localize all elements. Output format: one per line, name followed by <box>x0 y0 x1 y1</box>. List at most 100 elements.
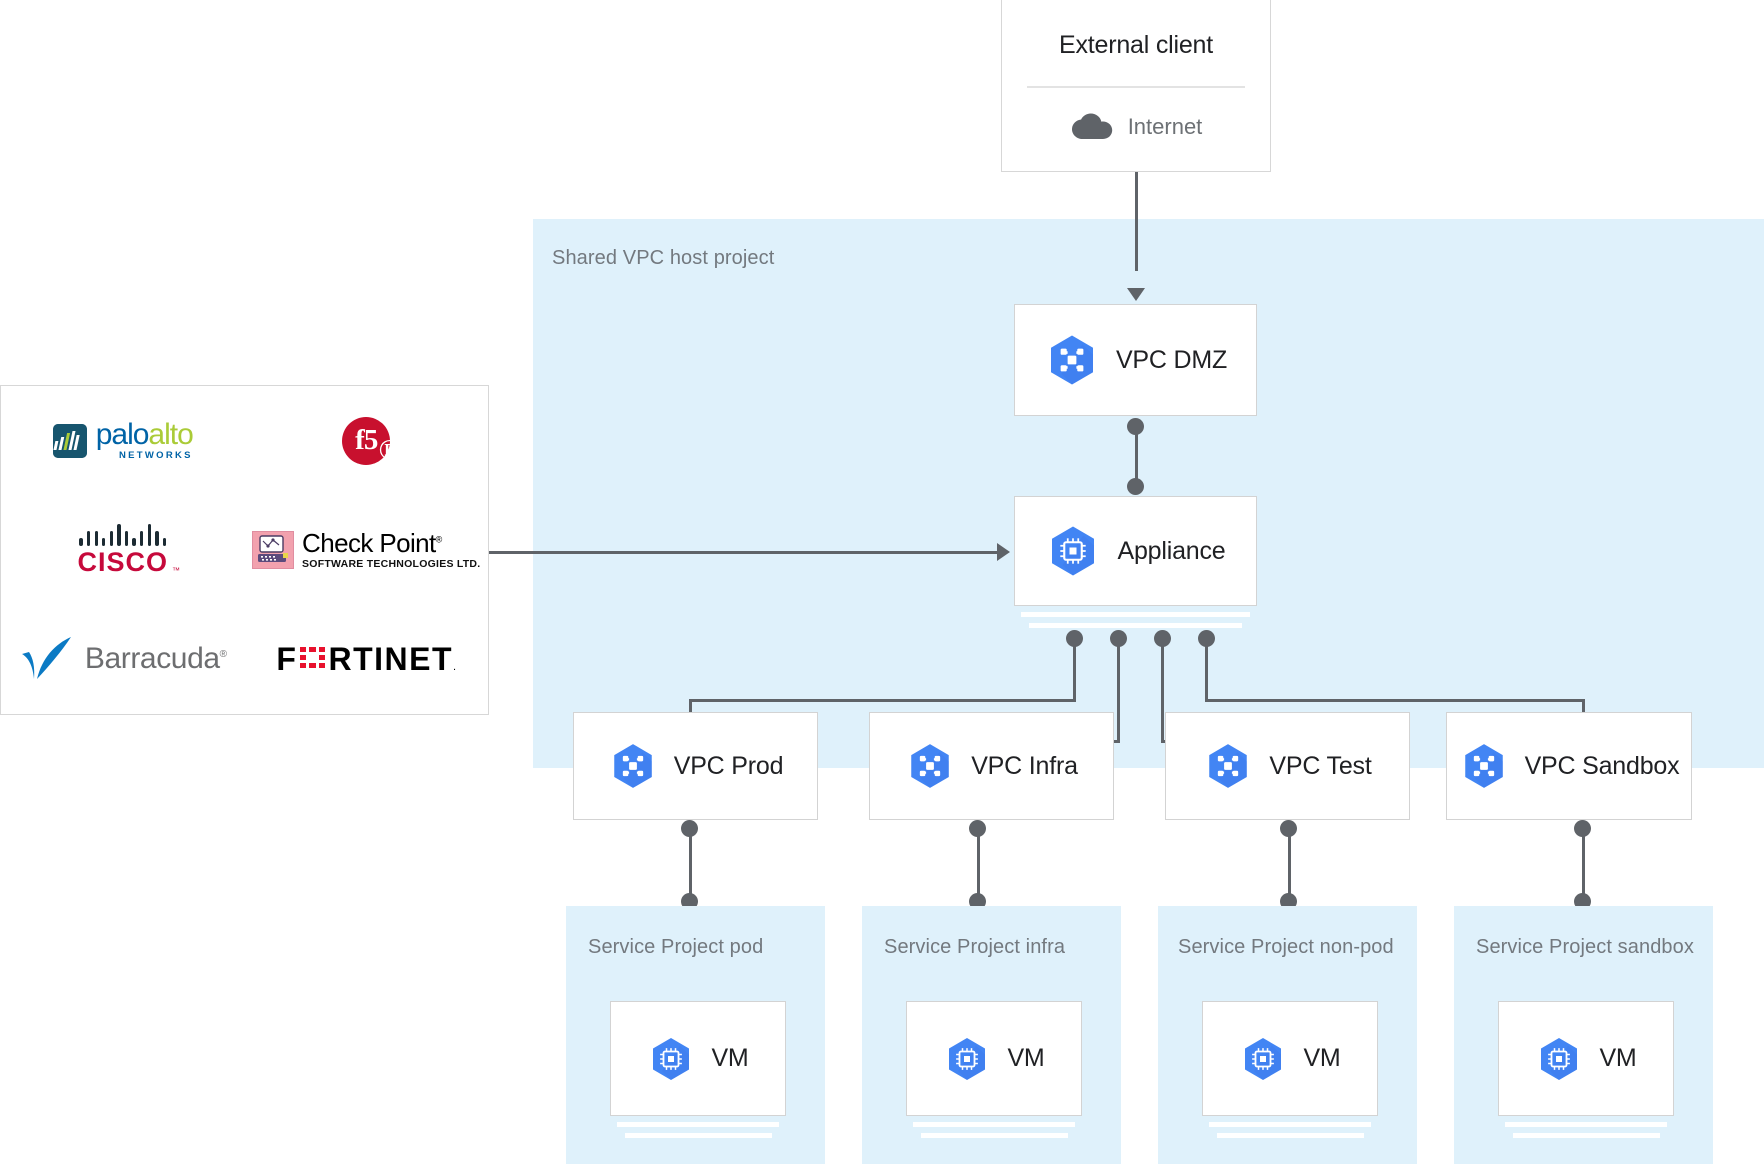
appliance-chip-icon <box>1045 523 1101 579</box>
cloud-icon <box>1070 113 1114 141</box>
node-appliance-label: Appliance <box>1117 536 1226 565</box>
service-project-nonpod-label: Service Project non-pod <box>1178 936 1394 958</box>
node-vpc-infra-label: VPC Infra <box>971 751 1078 780</box>
vm-nonpod-stack-line-2 <box>1217 1133 1364 1138</box>
connector-dot-fanout-1 <box>1066 630 1083 647</box>
cisco-trademark: ™ <box>172 565 180 575</box>
service-project-infra-label: Service Project infra <box>884 936 1066 958</box>
node-vpc-dmz-label: VPC DMZ <box>1115 345 1228 374</box>
vendor-logo-cisco: CISCO ™ <box>1 495 245 604</box>
node-vpc-prod-label: VPC Prod <box>673 751 784 780</box>
fortinet-wordmark-b: RTINET <box>328 641 454 678</box>
vm-pod-stack-line-2 <box>625 1133 772 1138</box>
vm-instance-icon <box>1535 1035 1583 1083</box>
vm-instance-icon <box>943 1035 991 1083</box>
shared-vpc-region <box>533 219 1764 768</box>
node-vpc-test-label: VPC Test <box>1269 751 1372 780</box>
vendor-logo-palo-alto-networks: paloalto NETWORKS <box>1 386 245 495</box>
barracuda-wordmark: Barracuda <box>84 642 220 676</box>
shared-vpc-region-label: Shared VPC host project <box>552 247 775 269</box>
f5-mark-text: f5 <box>355 424 378 457</box>
palo-alto-mark-icon <box>52 423 87 458</box>
cisco-wordmark: CISCO <box>77 546 168 577</box>
node-vm-sandbox-label: VM <box>1599 1044 1637 1072</box>
vm-sandbox-stack-line-1 <box>1505 1122 1667 1127</box>
palo-alto-word-2: alto <box>148 418 193 452</box>
wire-vpc-sandbox-to-sp <box>1582 828 1585 904</box>
node-vpc-prod[interactable]: VPC Prod <box>573 712 818 820</box>
palo-alto-subtitle: NETWORKS <box>118 450 193 462</box>
wire-branch1-v-top <box>1073 640 1076 701</box>
check-point-mark-icon <box>252 530 295 569</box>
vendor-logo-barracuda: Barracuda® <box>1 605 245 714</box>
vpc-network-icon <box>1203 741 1253 791</box>
connector-dot-sp-nonpod-top <box>1280 893 1297 910</box>
service-project-pod-label: Service Project pod <box>588 936 764 958</box>
vm-infra-stack-line-2 <box>921 1133 1068 1138</box>
vpc-network-icon <box>1459 741 1509 791</box>
palo-alto-word-1: palo <box>95 418 150 452</box>
connector-dot-sp-sandbox-top <box>1574 893 1591 910</box>
check-point-wordmark: Check Point <box>302 528 436 559</box>
external-client-internet-row: Internet <box>1002 113 1270 141</box>
check-point-registered-mark: ® <box>435 534 443 545</box>
node-vpc-test[interactable]: VPC Test <box>1165 712 1410 820</box>
external-client-card: External client Internet <box>1001 0 1271 172</box>
barracuda-registered-mark: ® <box>219 649 227 661</box>
node-vm-pod-label: VM <box>711 1044 749 1072</box>
node-vpc-infra[interactable]: VPC Infra <box>869 712 1114 820</box>
vm-sandbox-stack-line-2 <box>1513 1133 1660 1138</box>
barracuda-fin-icon <box>19 636 75 682</box>
wire-branch4-v-top <box>1205 640 1208 701</box>
fortinet-wordmark-a: F <box>276 641 298 678</box>
vendor-logo-f5: f5 ® <box>245 386 489 495</box>
f5-registered-mark: ® <box>378 433 401 466</box>
connector-dot-sp-pod-top <box>681 893 698 910</box>
node-vm-infra-label: VM <box>1007 1044 1045 1072</box>
vendor-logo-fortinet: F RTINET . <box>245 605 489 714</box>
service-project-sandbox-label: Service Project sandbox <box>1476 936 1694 958</box>
cisco-bars-icon <box>77 523 168 546</box>
external-client-internet-label: Internet <box>1127 114 1203 139</box>
node-vm-pod[interactable]: VM <box>610 1001 786 1116</box>
connector-dot-fanout-4 <box>1198 630 1215 647</box>
vpc-network-icon <box>608 741 658 791</box>
vm-instance-icon <box>647 1035 695 1083</box>
connector-dot-fanout-2 <box>1110 630 1127 647</box>
wire-vpc-infra-to-sp <box>977 828 980 904</box>
connector-dot-fanout-3 <box>1154 630 1171 647</box>
wire-vpc-prod-to-sp <box>689 828 692 904</box>
connector-dot-appliance-top <box>1127 478 1144 495</box>
vm-pod-stack-line-1 <box>617 1122 779 1127</box>
vm-infra-stack-line-1 <box>913 1122 1075 1127</box>
node-vm-sandbox[interactable]: VM <box>1498 1001 1674 1116</box>
node-appliance[interactable]: Appliance <box>1014 496 1257 606</box>
node-vm-nonpod-label: VM <box>1303 1044 1341 1072</box>
node-vpc-dmz[interactable]: VPC DMZ <box>1014 304 1257 416</box>
wire-branch4-h <box>1205 699 1585 702</box>
node-vm-infra[interactable]: VM <box>906 1001 1082 1116</box>
fortinet-suffix: . <box>453 661 457 674</box>
external-client-title: External client <box>1058 31 1214 59</box>
check-point-subtitle: SOFTWARE TECHNOLOGIES LTD. <box>302 557 481 570</box>
node-vpc-sandbox[interactable]: VPC Sandbox <box>1446 712 1692 820</box>
arrow-vendors-to-appliance <box>997 543 1010 561</box>
wire-client-to-dmz <box>1135 172 1138 271</box>
vpc-network-icon <box>905 741 955 791</box>
fortinet-grid-o-icon <box>299 646 326 670</box>
node-vm-nonpod[interactable]: VM <box>1202 1001 1378 1116</box>
wire-branch2-v-top <box>1117 640 1120 742</box>
appliance-vendor-panel: paloalto NETWORKS f5 ® <box>0 385 489 715</box>
node-vpc-sandbox-label: VPC Sandbox <box>1524 751 1680 780</box>
external-client-divider <box>1027 86 1245 88</box>
connector-dot-sp-infra-top <box>969 893 986 910</box>
vm-instance-icon <box>1239 1035 1287 1083</box>
vpc-network-icon <box>1044 332 1100 388</box>
appliance-stack-line-1 <box>1021 612 1250 617</box>
f5-mark-icon: f5 ® <box>342 416 400 465</box>
vendor-logo-check-point: Check Point® SOFTWARE TECHNOLOGIES LTD. <box>245 495 489 604</box>
wire-branch3-v-top <box>1161 640 1164 742</box>
wire-vpc-test-to-sp <box>1288 828 1291 904</box>
vm-nonpod-stack-line-1 <box>1209 1122 1371 1127</box>
